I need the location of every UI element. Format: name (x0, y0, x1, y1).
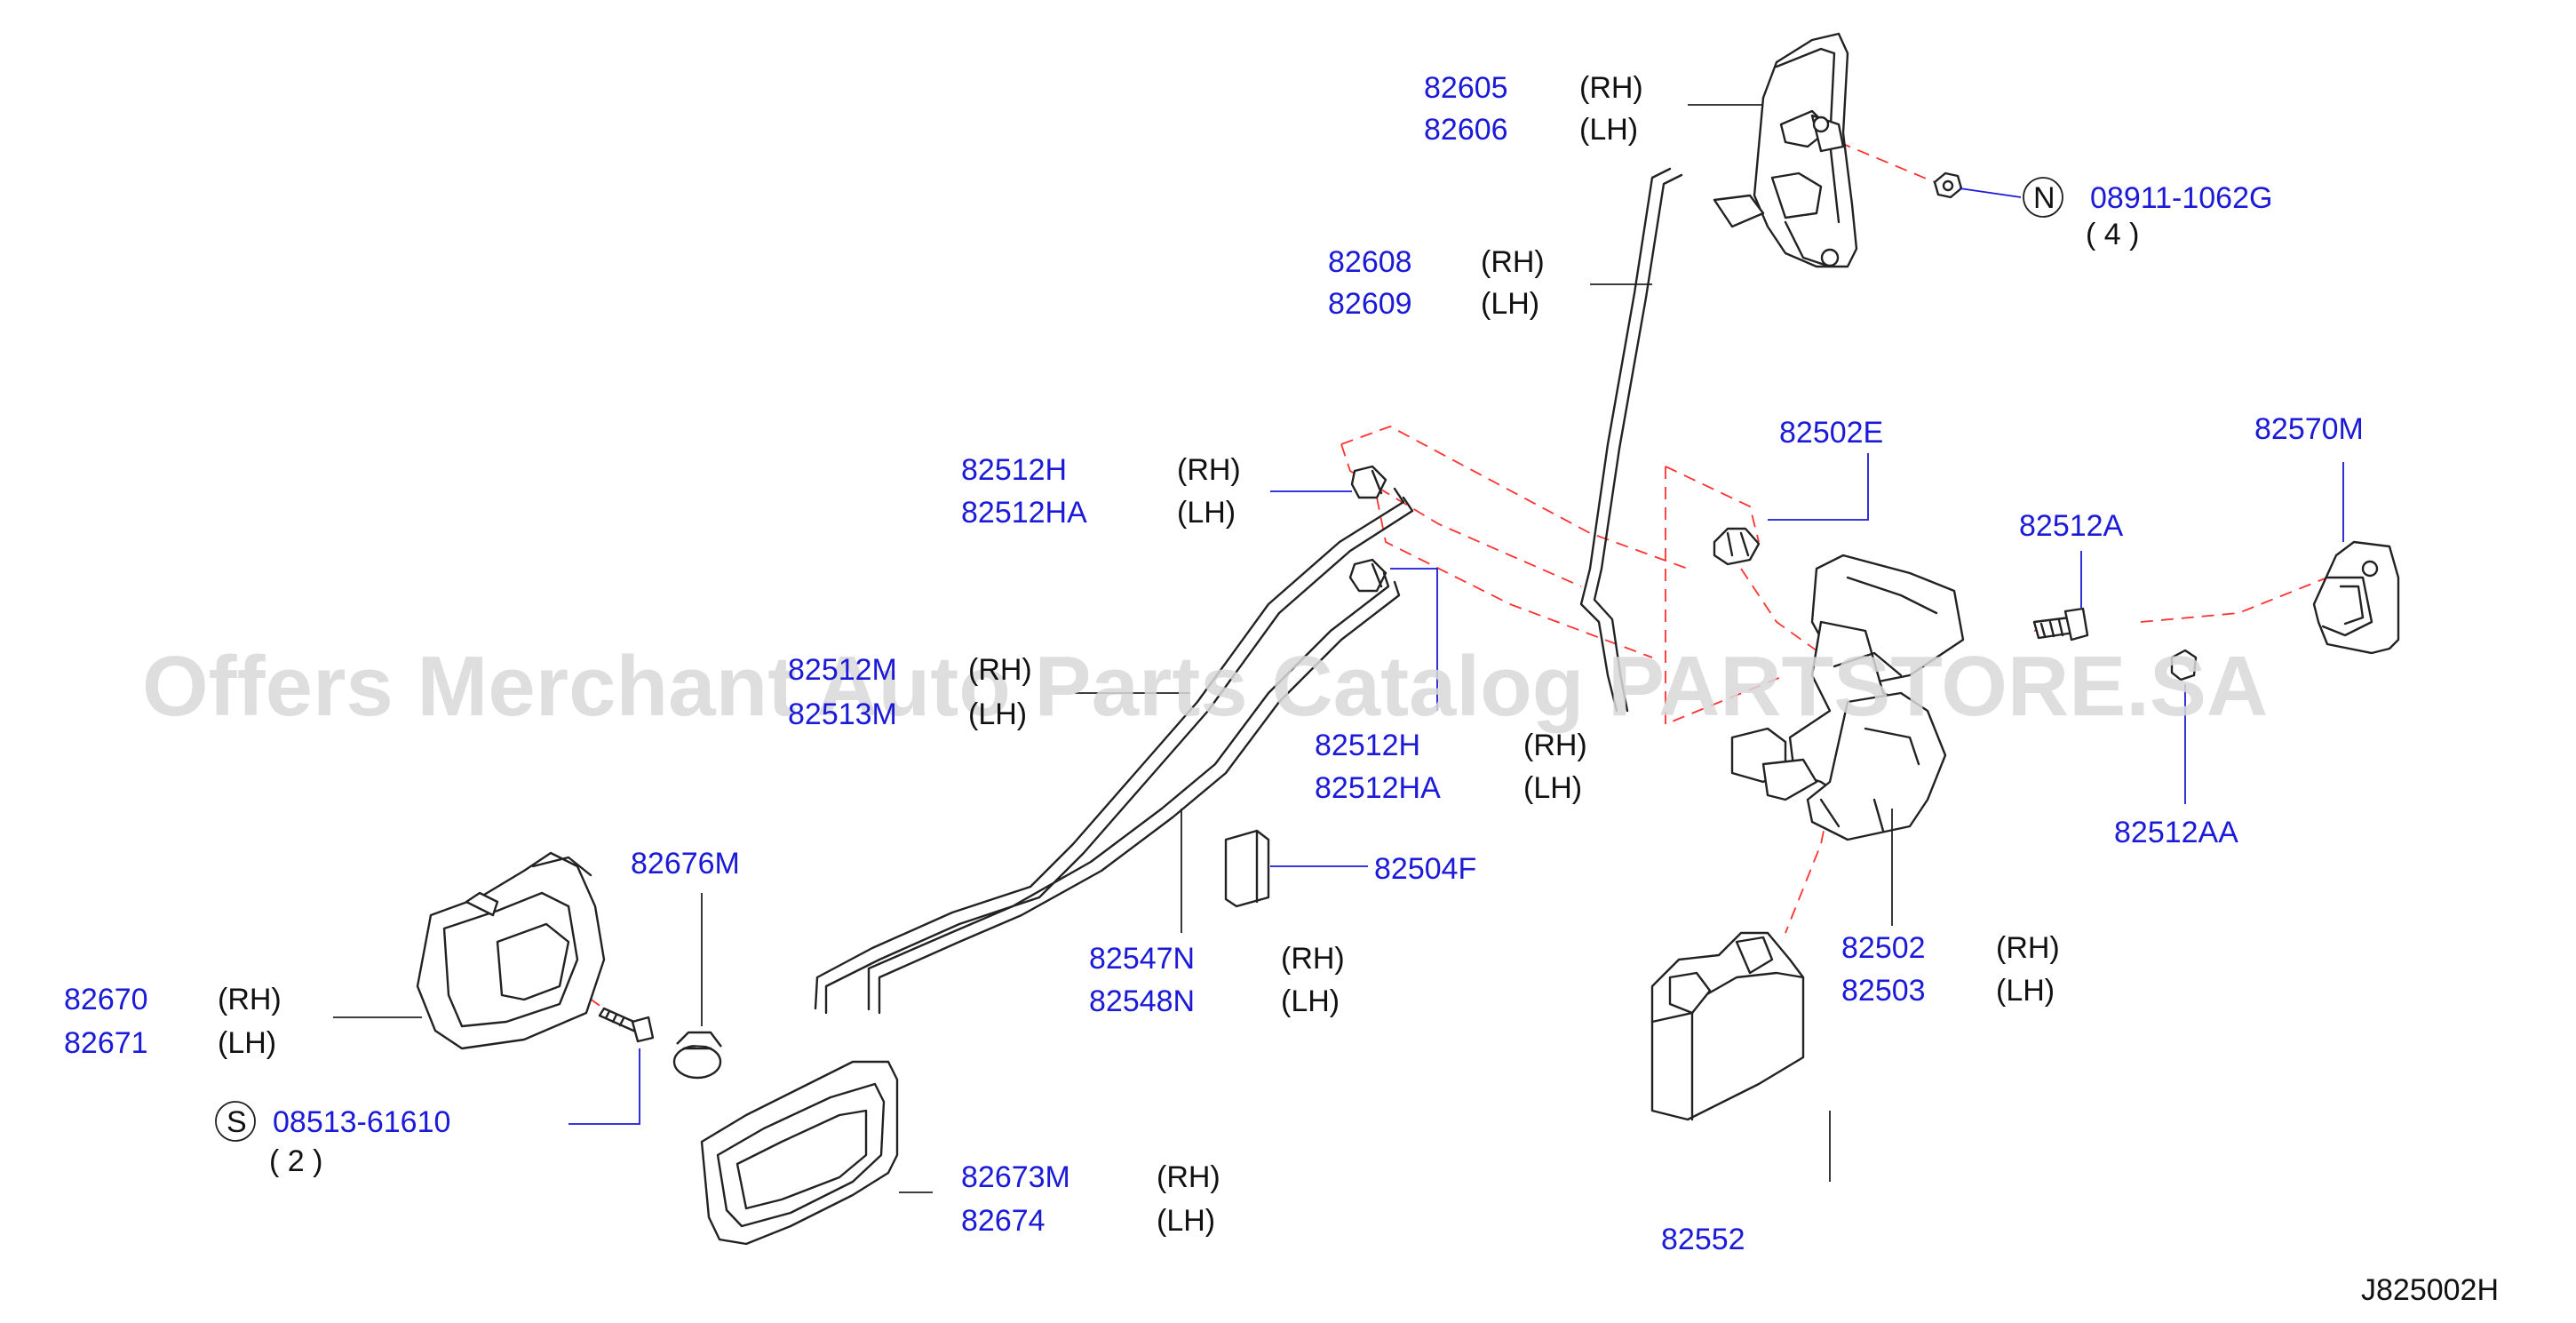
callout-n-qty: ( 4 ) (2086, 218, 2139, 251)
side-lh: (LH) (1281, 984, 1340, 1018)
callout-82609: 82609 (1328, 287, 1412, 321)
side-rh: (RH) (1523, 729, 1587, 762)
leader-lines (215, 104, 2344, 1193)
callout-82513M: 82513M (788, 697, 897, 731)
trim-cap (672, 1031, 722, 1080)
callout-82670: 82670 (64, 983, 148, 1016)
lock-rod-pair (814, 487, 1414, 1015)
side-lh: (LH) (1579, 113, 1638, 147)
side-lh: (LH) (968, 697, 1027, 731)
callout-82676M: 82676M (631, 847, 740, 881)
side-rh: (RH) (1996, 931, 2060, 965)
callout-s-qty: ( 2 ) (269, 1144, 322, 1178)
side-rh: (RH) (1157, 1160, 1220, 1194)
door-striker (2312, 540, 2400, 655)
callout-82512AA: 82512AA (2114, 816, 2238, 849)
callout-82570M: 82570M (2254, 412, 2364, 446)
side-rh: (RH) (1177, 453, 1241, 487)
side-lh: (LH) (1157, 1204, 1215, 1238)
callout-n-letter: N (2033, 181, 2055, 215)
callout-82512H-upper: 82512H (961, 453, 1067, 487)
callouts: 82605 (RH) 82606 (LH) N 08911-1062G ( 4 … (64, 71, 2499, 1307)
lock-actuator (1650, 931, 1805, 1121)
callout-08513-61610: 08513-61610 (273, 1105, 450, 1139)
lock-pad (1224, 829, 1270, 908)
callout-82502: 82502 (1841, 931, 1926, 965)
side-rh: (RH) (968, 653, 1032, 687)
callout-82512A: 82512A (2019, 509, 2124, 543)
callout-82674: 82674 (961, 1204, 1046, 1238)
callout-s-letter: S (227, 1105, 247, 1139)
callout-82606: 82606 (1424, 113, 1508, 147)
side-rh: (RH) (1579, 71, 1643, 105)
side-rh: (RH) (218, 983, 282, 1016)
door-lock-assembly (1730, 554, 1965, 841)
side-lh: (LH) (1481, 287, 1539, 321)
side-lh: (LH) (1177, 496, 1236, 530)
callout-82608: 82608 (1328, 245, 1412, 279)
rod-clip-upper (1350, 465, 1387, 499)
handle-rod (1579, 167, 1683, 713)
callout-82504F: 82504F (1374, 852, 1476, 886)
side-rh: (RH) (1481, 245, 1545, 279)
watermark-text: Offers Merchant Auto Parts Catalog PARTS… (142, 639, 2268, 734)
side-rh: (RH) (1281, 942, 1345, 976)
callout-82512HA-upper: 82512HA (961, 496, 1087, 530)
hex-nut (1933, 171, 1963, 199)
callout-08911-1062G: 08911-1062G (2090, 181, 2272, 215)
trim-screw (598, 1007, 655, 1043)
callout-82512M: 82512M (788, 653, 897, 687)
callout-82512H-lower: 82512H (1315, 729, 1420, 762)
callout-82512HA-lower: 82512HA (1315, 771, 1441, 805)
rod-holder-clip (1713, 527, 1761, 566)
callout-82503: 82503 (1841, 974, 1926, 1008)
assembly-guide-lines (572, 141, 2328, 1023)
handle-escutcheon (700, 1060, 899, 1246)
callout-82547N: 82547N (1089, 942, 1195, 976)
inside-door-handle (416, 851, 606, 1050)
side-lh: (LH) (1523, 771, 1582, 805)
callout-82548N: 82548N (1089, 984, 1195, 1018)
callout-82552: 82552 (1661, 1223, 1745, 1256)
diagram-code: J825002H (2361, 1273, 2499, 1307)
side-lh: (LH) (218, 1026, 276, 1060)
lock-bolt (2032, 607, 2089, 642)
callout-82502E: 82502E (1779, 416, 1883, 450)
callout-82673M: 82673M (961, 1160, 1070, 1194)
side-lh: (LH) (1996, 974, 2055, 1008)
rod-clip-lower (1348, 558, 1387, 593)
outside-handle-bracket (1713, 32, 1858, 268)
callout-82605: 82605 (1424, 71, 1508, 105)
callout-82671: 82671 (64, 1026, 148, 1060)
striker-washer (2170, 649, 2198, 681)
